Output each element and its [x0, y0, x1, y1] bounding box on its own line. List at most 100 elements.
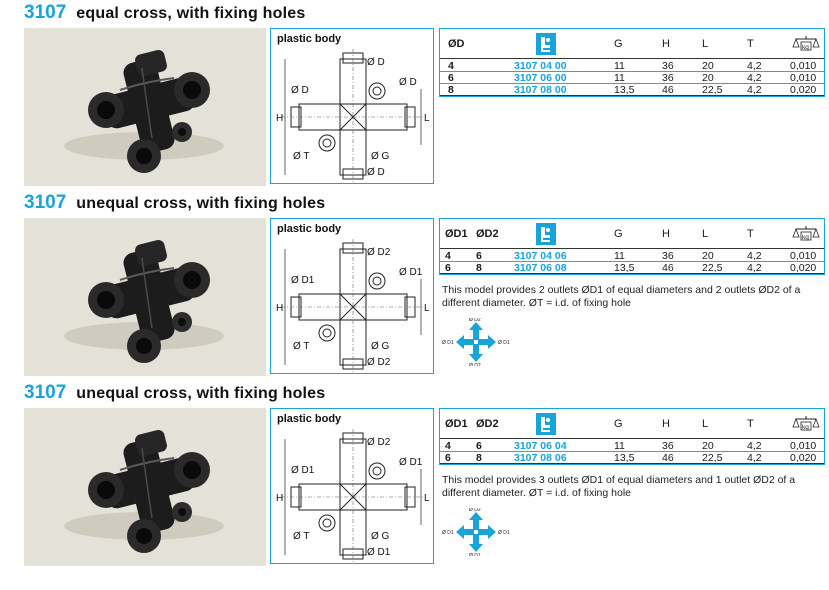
weight-unit: kg	[802, 234, 809, 241]
cell-t: 4,2	[747, 250, 762, 262]
part-number-icon	[536, 33, 556, 55]
cell-d2: 6	[476, 440, 482, 452]
header-l: L	[702, 418, 709, 430]
cell-d1: 6	[448, 72, 454, 84]
cell-w: 0,010	[790, 440, 817, 452]
cell-h: 36	[662, 60, 674, 72]
cell-g: 11	[614, 440, 625, 452]
part-number[interactable]: 3107 04 00	[514, 60, 567, 72]
cell-t: 4,2	[747, 60, 762, 72]
cell-l: 20	[702, 440, 714, 452]
dimension-label-bottom: Ø D2	[367, 357, 391, 368]
cell-g: 11	[614, 72, 625, 84]
flow-label-left: Ø D1	[442, 340, 454, 346]
cell-l: 20	[702, 250, 714, 262]
dimension-label-g: Ø G	[371, 531, 390, 542]
cell-w: 0,020	[790, 262, 817, 274]
cell-d1: 4	[445, 250, 451, 262]
cell-l: 22,5	[702, 262, 723, 274]
product-name: unequal cross, with fixing holes	[76, 385, 326, 402]
outlet-flow-diagram: Ø D1 Ø D1 Ø D2 Ø D2	[442, 317, 512, 369]
cell-t: 4,2	[747, 84, 762, 96]
cell-l: 22,5	[702, 452, 723, 464]
dimension-label-g: Ø G	[371, 151, 390, 162]
dimension-label-bottom: Ø D	[367, 167, 385, 178]
cell-w: 0,020	[790, 84, 817, 96]
cell-d2: 8	[476, 452, 482, 464]
cell-t: 4,2	[747, 262, 762, 274]
flow-label-bottom: Ø D1	[469, 553, 481, 556]
cell-h: 46	[662, 262, 674, 274]
product-photo	[24, 218, 266, 376]
row-divider	[440, 451, 824, 452]
header-d2: ØD2	[476, 418, 499, 430]
part-number[interactable]: 3107 06 04	[514, 440, 567, 452]
part-number[interactable]: 3107 08 00	[514, 84, 567, 96]
cell-w: 0,010	[790, 72, 817, 84]
part-number[interactable]: 3107 04 06	[514, 250, 567, 262]
body-material-label: plastic body	[277, 223, 342, 235]
flow-label-top: Ø D2	[469, 318, 481, 323]
cell-d2: 6	[476, 250, 482, 262]
cell-h: 46	[662, 452, 674, 464]
cell-d1: 4	[445, 440, 451, 452]
flow-label-bottom: Ø D2	[469, 363, 481, 366]
model-note: This model provides 2 outlets ØD1 of equ…	[442, 284, 801, 309]
cell-d1: 8	[448, 84, 454, 96]
dimension-label-bottom: Ø D1	[367, 547, 391, 558]
row-divider	[440, 83, 824, 84]
cell-w: 0,010	[790, 250, 817, 262]
header-g: G	[614, 228, 623, 240]
flow-label-right: Ø D1	[498, 530, 510, 536]
flow-label-right: Ø D1	[498, 340, 510, 346]
product-name: equal cross, with fixing holes	[76, 5, 306, 22]
header-d1: ØD1	[445, 228, 468, 240]
header-h: H	[662, 418, 670, 430]
product-photo	[24, 408, 266, 566]
part-number[interactable]: 3107 06 08	[514, 262, 567, 274]
cell-g: 13,5	[614, 452, 635, 464]
header-h: H	[662, 228, 670, 240]
dimension-label-h: H	[276, 303, 283, 314]
cell-w: 0,010	[790, 60, 817, 72]
header-d1: ØD1	[445, 418, 468, 430]
product-photo	[24, 28, 266, 186]
dimension-label-l: L	[424, 303, 430, 314]
cell-g: 13,5	[614, 262, 635, 274]
dimension-label-top: Ø D2	[367, 247, 391, 258]
cell-w: 0,020	[790, 452, 817, 464]
product-name: unequal cross, with fixing holes	[76, 195, 326, 212]
cell-t: 4,2	[747, 72, 762, 84]
header-t: T	[747, 228, 754, 240]
header-t: T	[747, 418, 754, 430]
row-divider	[440, 71, 824, 72]
dimension-label-right: Ø D1	[399, 457, 423, 468]
cell-l: 20	[702, 60, 714, 72]
cell-g: 11	[614, 60, 625, 72]
cell-h: 46	[662, 84, 674, 96]
part-number[interactable]: 3107 06 00	[514, 72, 567, 84]
weight-unit: kg	[802, 44, 809, 51]
dimension-label-g: Ø G	[371, 341, 390, 352]
part-number[interactable]: 3107 08 06	[514, 452, 567, 464]
header-l: L	[702, 228, 709, 240]
header-t: T	[747, 38, 754, 50]
header-l: L	[702, 38, 709, 50]
cell-t: 4,2	[747, 452, 762, 464]
dimension-label-left: Ø D1	[291, 275, 315, 286]
header-g: G	[614, 38, 623, 50]
part-number-icon	[536, 413, 556, 435]
